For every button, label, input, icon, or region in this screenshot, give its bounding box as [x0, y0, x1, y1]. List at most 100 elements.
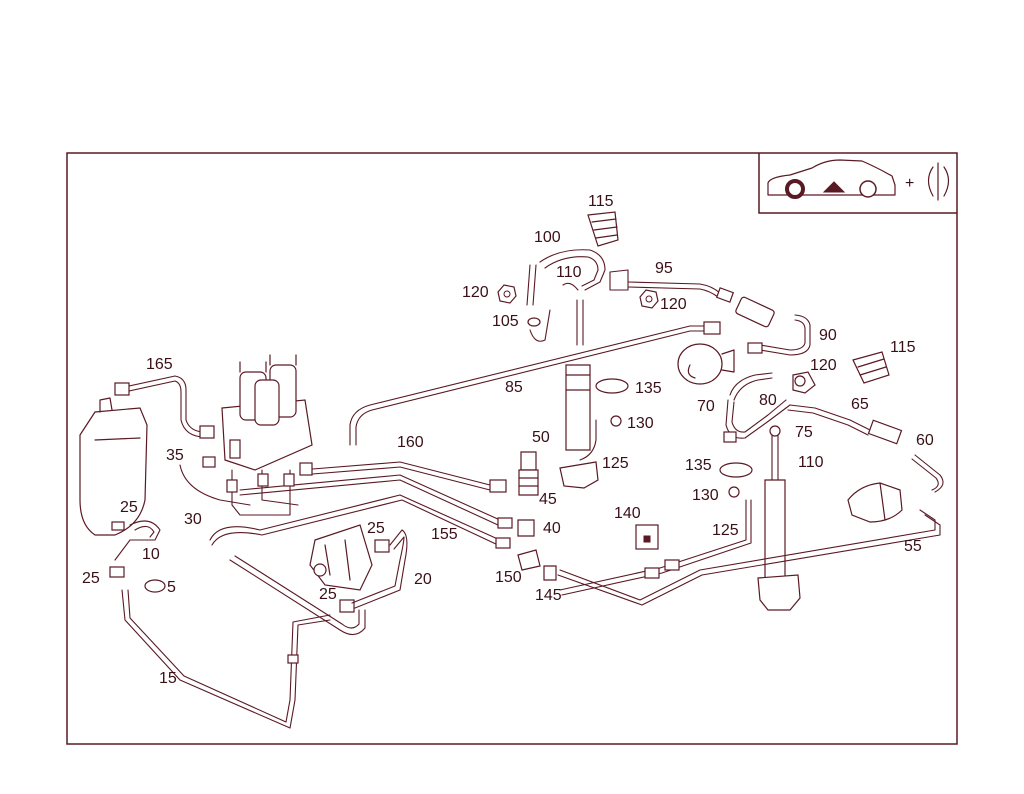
tee-40 — [517, 519, 535, 537]
callout-110: 110 — [556, 264, 582, 281]
line-65 — [789, 404, 871, 431]
hose-100b — [544, 256, 599, 287]
callout-5: 5 — [167, 579, 176, 596]
callout-55: 55 — [904, 538, 922, 555]
nut-120-mid — [639, 289, 659, 309]
line-165 — [119, 375, 206, 433]
callout-125: 125 — [712, 522, 739, 539]
callout-45: 45 — [539, 491, 557, 508]
callout-35: 35 — [166, 447, 184, 464]
hose-100d — [532, 264, 537, 306]
fitting — [664, 559, 680, 571]
hose-100e — [529, 309, 551, 342]
boot-115-right — [852, 351, 890, 384]
callout-135: 135 — [685, 457, 712, 474]
ring-130-top — [610, 415, 622, 427]
fitting — [644, 567, 660, 579]
fitting — [715, 287, 735, 303]
callout-130: 130 — [627, 415, 654, 432]
callout-140: 140 — [614, 505, 641, 522]
callout-115: 115 — [890, 339, 916, 356]
hose-10b — [134, 525, 155, 538]
callout-150: 150 — [495, 569, 522, 586]
hose-10 — [114, 520, 161, 561]
line-30b — [234, 555, 360, 629]
line-60b — [911, 458, 939, 491]
line-160 — [299, 461, 491, 486]
callout-25: 25 — [82, 570, 100, 587]
reservoir — [79, 397, 148, 536]
seal-105 — [527, 317, 541, 327]
callout-120: 120 — [810, 357, 837, 374]
accumulator-55 — [847, 482, 903, 523]
diagram-frame — [66, 152, 958, 745]
clamp-135-top — [595, 378, 629, 394]
clamp-135-bot — [719, 462, 753, 478]
line-55 — [559, 509, 936, 601]
boot-115-top — [587, 211, 619, 247]
car-front-axle-icon — [767, 159, 896, 199]
callout-80: 80 — [759, 392, 777, 409]
callout-145: 145 — [535, 587, 562, 604]
callout-165: 165 — [146, 356, 173, 373]
brake-line-85 — [349, 325, 713, 446]
fitting — [747, 342, 763, 354]
hose-100 — [539, 249, 606, 291]
part-60 — [867, 419, 903, 445]
callout-110: 110 — [798, 454, 824, 471]
callout-40: 40 — [543, 520, 561, 537]
clamp-25b — [111, 521, 125, 531]
callout-25: 25 — [367, 520, 385, 537]
ring-130-bot — [728, 486, 740, 498]
hose-100c — [526, 264, 531, 306]
strut-left — [559, 364, 599, 489]
callout-85: 85 — [505, 379, 523, 396]
hose-70b — [733, 377, 773, 401]
clip — [562, 282, 579, 291]
line-15b — [127, 589, 331, 723]
callout-115: 115 — [588, 193, 614, 210]
callout-60: 60 — [916, 432, 934, 449]
callout-160: 160 — [397, 434, 424, 451]
callout-120: 120 — [660, 296, 687, 313]
line-15 — [121, 589, 331, 729]
line-20 — [354, 529, 408, 609]
brake-line-85b — [355, 330, 713, 446]
fitting — [703, 321, 721, 335]
line-60 — [914, 454, 944, 493]
hydraulic-unit — [221, 354, 313, 516]
part-90-body — [735, 296, 775, 328]
line-125b — [561, 499, 752, 596]
line-155a — [239, 474, 501, 521]
callout-125: 125 — [602, 455, 629, 472]
callout-70: 70 — [697, 398, 715, 415]
fitting — [489, 479, 507, 493]
bracket — [609, 269, 629, 291]
strut-right — [757, 425, 801, 611]
callout-130: 130 — [692, 487, 719, 504]
callout-100: 100 — [534, 229, 561, 246]
grommet-5 — [144, 579, 166, 593]
callout-25: 25 — [319, 586, 337, 603]
line-155d — [211, 499, 499, 546]
callout-15: 15 — [159, 670, 177, 687]
line-90 — [759, 314, 811, 356]
legend-plus: + — [905, 175, 914, 192]
callout-30: 30 — [184, 511, 202, 528]
bracket-hole — [643, 535, 651, 543]
hose-70 — [729, 372, 773, 396]
line-65b — [787, 409, 869, 436]
clip — [287, 654, 299, 664]
accumulator-70 — [677, 343, 735, 385]
line-155c — [209, 494, 501, 541]
callout-95: 95 — [655, 260, 673, 277]
valve-ring — [794, 375, 806, 387]
callout-155: 155 — [431, 526, 458, 543]
callout-50: 50 — [532, 429, 550, 446]
clamp-25 — [109, 566, 125, 578]
line-55b — [557, 514, 941, 606]
fitting — [495, 537, 511, 549]
line-20b — [351, 536, 405, 604]
valve-unit-25 — [309, 524, 390, 613]
